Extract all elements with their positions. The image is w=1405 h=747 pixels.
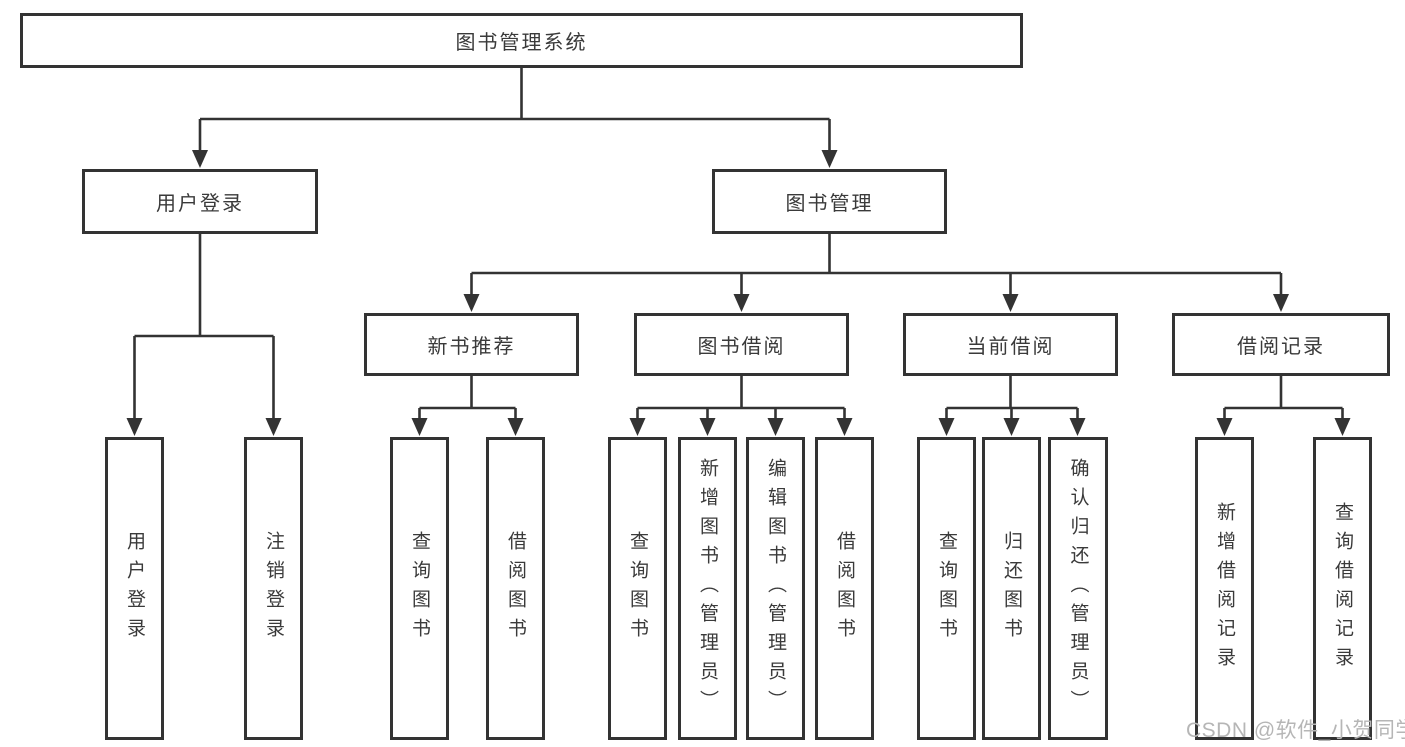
node-label: 查询借阅记录: [1332, 501, 1353, 676]
arrow-down-icon: [411, 418, 428, 436]
leaf-query-borrow-record: 查询借阅记录: [1313, 437, 1372, 740]
node-borrow-records: 借阅记录: [1172, 313, 1390, 376]
leaf-logout: 注销登录: [244, 437, 303, 740]
node-user-login: 用户登录: [82, 169, 318, 234]
node-label: 借阅图书: [834, 530, 855, 647]
node-new-book-recommend: 新书推荐: [364, 313, 579, 376]
arrow-down-icon: [192, 150, 208, 168]
connector-root-to-level2: [192, 68, 838, 168]
arrow-down-icon: [1216, 418, 1233, 436]
node-label: 确认归还（管理员）: [1067, 458, 1089, 719]
node-label: 查询图书: [627, 530, 648, 647]
node-label: 编辑图书（管理员）: [765, 458, 786, 719]
node-label: 注销登录: [263, 530, 284, 647]
arrow-down-icon: [1003, 418, 1020, 436]
leaf-borrow-books-recommend: 借阅图书: [486, 437, 545, 740]
node-label: 查询图书: [936, 530, 957, 647]
node-label: 借阅记录: [1237, 336, 1325, 358]
connector-book-management-to-level3: [463, 234, 1289, 312]
leaf-user-login: 用户登录: [105, 437, 164, 740]
node-label: 查询图书: [409, 530, 430, 647]
arrow-down-icon: [767, 418, 784, 436]
node-label: 新书推荐: [427, 336, 516, 358]
leaf-query-books-borrow: 查询图书: [608, 437, 667, 740]
connector-new-book-to-leaves: [411, 376, 524, 436]
node-label: 图书管理系统: [455, 32, 588, 54]
node-label: 借阅图书: [505, 530, 526, 647]
connector-user-login-to-leaves: [126, 234, 282, 436]
arrow-down-icon: [821, 150, 838, 168]
leaf-borrow-books: 借阅图书: [815, 437, 874, 740]
arrow-down-icon: [629, 418, 646, 436]
arrow-down-icon: [1069, 418, 1086, 436]
connector-book-borrow-to-leaves: [629, 376, 853, 436]
arrow-down-icon: [699, 418, 716, 436]
leaf-confirm-return-admin: 确认归还（管理员）: [1048, 437, 1108, 740]
leaf-add-borrow-record: 新增借阅记录: [1195, 437, 1254, 740]
arrow-down-icon: [836, 418, 853, 436]
arrow-down-icon: [265, 418, 282, 436]
leaf-add-book-admin: 新增图书（管理员）: [678, 437, 737, 740]
node-label: 用户登录: [124, 530, 145, 647]
node-label: 新增借阅记录: [1214, 501, 1235, 676]
node-system-root: 图书管理系统: [20, 13, 1023, 68]
node-label: 图书管理: [785, 193, 874, 215]
node-current-borrow: 当前借阅: [903, 313, 1118, 376]
leaf-query-books-recommend: 查询图书: [390, 437, 449, 740]
leaf-return-books: 归还图书: [982, 437, 1041, 740]
node-label: 新增图书（管理员）: [697, 458, 718, 719]
leaf-query-books-current: 查询图书: [917, 437, 976, 740]
arrow-down-icon: [463, 294, 480, 312]
arrow-down-icon: [507, 418, 524, 436]
node-label: 用户登录: [156, 193, 244, 215]
connector-current-borrow-to-leaves: [938, 376, 1086, 436]
leaf-edit-book-admin: 编辑图书（管理员）: [746, 437, 805, 740]
arrow-down-icon: [1273, 294, 1289, 312]
connector-borrow-records-to-leaves: [1216, 376, 1351, 436]
csdn-watermark: CSDN @软件_小贺同学: [1186, 719, 1405, 742]
arrow-down-icon: [733, 294, 750, 312]
node-label: 归还图书: [1001, 530, 1022, 647]
node-label: 当前借阅: [966, 336, 1055, 358]
node-book-management: 图书管理: [712, 169, 947, 234]
arrow-down-icon: [1002, 294, 1019, 312]
node-book-borrow: 图书借阅: [634, 313, 849, 376]
node-label: 图书借阅: [697, 336, 786, 358]
arrow-down-icon: [1334, 418, 1351, 436]
arrow-down-icon: [126, 418, 143, 436]
arrow-down-icon: [938, 418, 955, 436]
